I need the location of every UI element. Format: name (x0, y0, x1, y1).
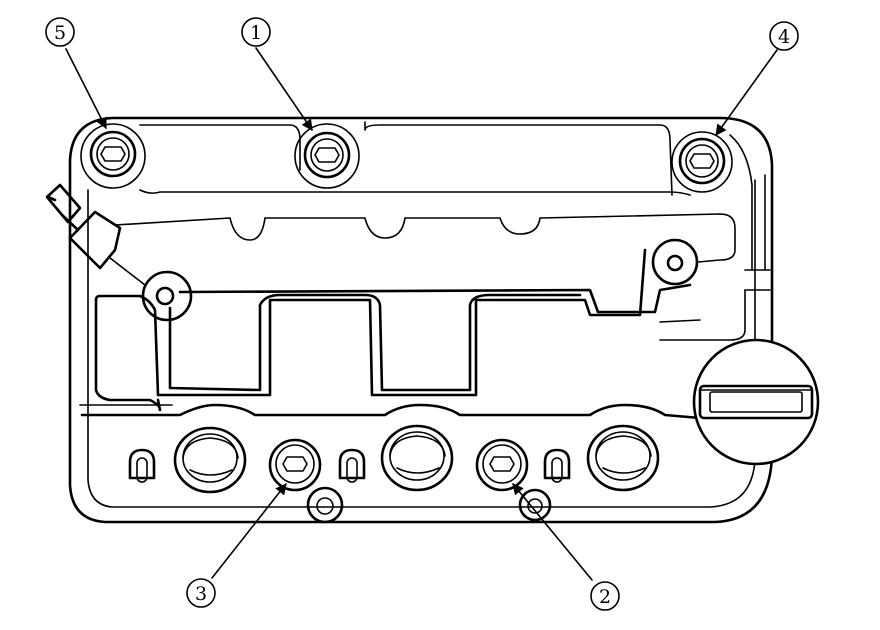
callout-3: 3 (186, 578, 216, 608)
internal-bosses (141, 238, 699, 322)
leader-3 (211, 483, 287, 579)
plug-hole-3 (586, 424, 660, 492)
bolt-1 (294, 123, 360, 189)
leader-4 (715, 49, 778, 136)
plug-hole-1 (173, 426, 247, 494)
plug-hole-2 (380, 424, 454, 492)
leader-5 (65, 48, 107, 129)
stud-3 (543, 448, 571, 483)
inner-baffle (79, 213, 736, 420)
bolt-5 (80, 123, 146, 189)
spark-plug-holes (173, 424, 660, 494)
callout-5-label: 5 (54, 22, 66, 44)
callout-2: 2 (590, 581, 620, 611)
leader-1 (255, 47, 313, 131)
callout-2-label: 2 (599, 586, 611, 608)
bolt-3 (268, 438, 322, 492)
lower-bosses (306, 486, 552, 524)
oil-filler-cap (692, 338, 820, 466)
callout-4: 4 (769, 21, 799, 51)
callout-4-label: 4 (778, 26, 790, 48)
callout-3-label: 3 (195, 583, 207, 605)
callout-leaders (65, 47, 778, 581)
breather-nozzle (45, 183, 122, 270)
bolt-4 (671, 131, 733, 193)
callout-1: 1 (241, 17, 271, 47)
callout-5: 5 (45, 17, 75, 47)
bolt-2 (475, 438, 529, 492)
leader-2 (512, 483, 593, 581)
cover-outline (68, 116, 774, 524)
stud-pins (128, 448, 571, 483)
stud-2 (338, 448, 366, 483)
stud-1 (128, 448, 156, 483)
callout-1-label: 1 (250, 22, 262, 44)
